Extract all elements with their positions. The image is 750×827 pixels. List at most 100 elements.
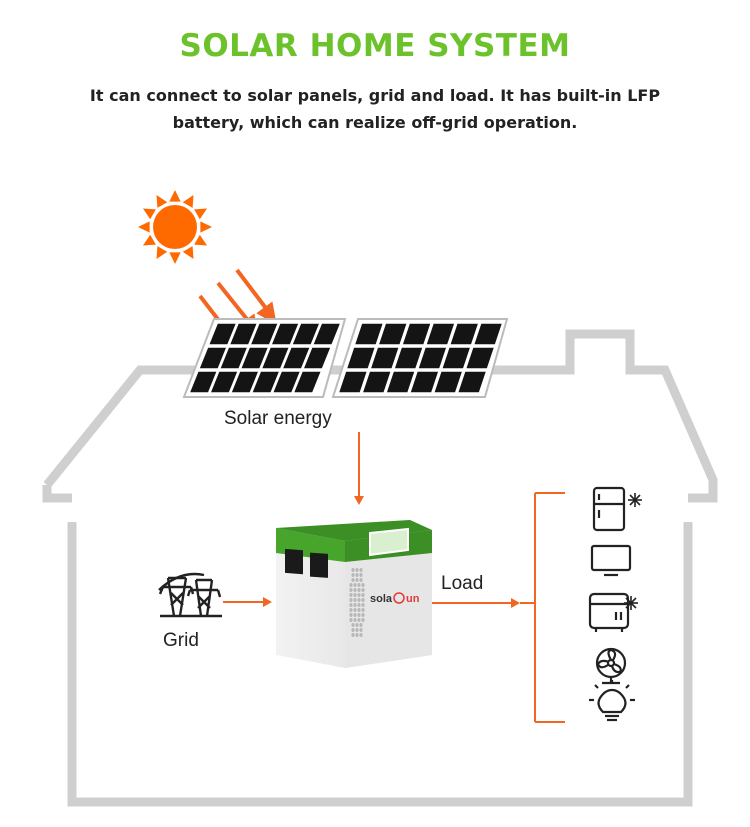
svg-text:un: un [406,593,420,605]
vent-dot [353,608,357,612]
sun-ray [194,208,208,220]
sun-icon [138,190,212,264]
vent-dot [349,613,353,617]
fan-icon [595,647,627,685]
panel-cell [371,347,399,369]
vent-dot [361,593,365,597]
vent-dot [359,573,363,577]
grid-arrow [223,597,272,607]
vent-dot [357,618,361,622]
panel-cell [292,323,319,345]
sun-ray [142,234,156,246]
vent-dot [359,633,363,637]
light-bulb-icon [589,680,635,722]
panel-cell [434,371,462,393]
panel-cell [273,371,300,393]
vent-dot [353,613,357,617]
vent-dot [361,613,365,617]
panel-cell [458,371,486,393]
panel-cell [220,347,247,369]
vent-dot [351,568,355,572]
vent-dot [351,628,355,632]
vent-dot [361,583,365,587]
sun-ray [182,194,194,208]
panel-cell [426,323,455,345]
panel-cell [230,323,257,345]
panel-cell [339,371,367,393]
sun-ray [169,252,181,264]
panel-cell [283,347,310,369]
vent-dot [357,583,361,587]
tv-icon [590,544,632,577]
vent-dot [353,603,357,607]
panel-cell [355,323,383,345]
load-arrow [432,598,520,608]
panel-cell [199,347,226,369]
grid-label: Grid [163,630,199,651]
microwave-icon [588,592,638,632]
vent-dot [349,598,353,602]
vent-dot [353,588,357,592]
vent-dot [357,603,361,607]
solar-panel-left [182,318,347,398]
vent-dot [351,578,355,582]
sun-ray [156,194,168,208]
vent-dot [355,578,359,582]
vent-dot [355,568,359,572]
panel-cell [442,347,470,369]
vent-dot [349,588,353,592]
vent-dot [349,593,353,597]
vent-dot [361,618,365,622]
vent-dot [355,628,359,632]
power-tower-icon [158,572,222,618]
sun-ray [169,190,181,202]
vent-dot [351,623,355,627]
load-bracket [520,492,565,723]
vent-dot [349,583,353,587]
panel-cell [304,347,331,369]
vent-dot [349,608,353,612]
vent-dot [359,628,363,632]
vent-dot [361,603,365,607]
panel-cell [450,323,478,345]
vent-dot [357,588,361,592]
brand-logo: sola un [370,592,420,605]
vent-dot [355,573,359,577]
refrigerator-icon [592,486,642,532]
panel-cell [347,347,375,369]
solar-arrow [354,432,364,505]
page-subtitle: It can connect to solar panels, grid and… [89,86,661,132]
panel-cell [241,347,268,369]
panel-cell [251,323,278,345]
panel-cell [294,371,321,393]
vent-dot [357,598,361,602]
vent-dot [349,603,353,607]
vent-dot [355,633,359,637]
svg-text:sola: sola [370,593,393,605]
battery-device [276,520,432,668]
panel-cell [379,323,407,345]
sun-ray [182,246,194,260]
vent-dot [361,588,365,592]
vent-dot [357,613,361,617]
solar-panel-right [331,318,509,398]
sun-ray [156,246,168,260]
sun-ray [138,221,150,233]
panel-cell [410,371,439,393]
sun-ray [200,221,212,233]
vent-dot [355,623,359,627]
panel-cell [313,323,340,345]
panel-cell [394,347,423,369]
panel-cell [190,371,217,393]
vent-dot [359,623,363,627]
panel-cell [402,323,431,345]
panel-cell [386,371,415,393]
vent-dot [353,618,357,622]
vent-dot [361,608,365,612]
vent-dot [359,568,363,572]
panel-cell [418,347,447,369]
panel-cell [466,347,494,369]
panel-cell [211,371,238,393]
vent-dot [349,618,353,622]
